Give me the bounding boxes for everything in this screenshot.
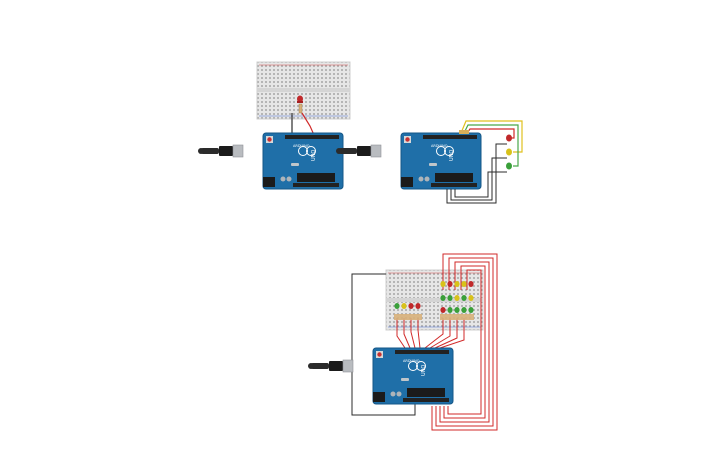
circuit-1-usb-cable-icon[interactable] [197, 144, 244, 158]
circuit-3-wire-short-red[interactable] [396, 318, 465, 349]
circuit-2-led-red-icon[interactable] [506, 134, 512, 142]
led-red-icon[interactable] [408, 303, 414, 309]
led-red-icon[interactable] [415, 303, 421, 309]
circuit-3: UNO ARDUINO [307, 253, 498, 431]
board-brand: ARDUINO [431, 144, 448, 148]
board-brand: ARDUINO [403, 359, 420, 363]
circuit-2-arduino-icon[interactable]: UNO ARDUINO [400, 132, 482, 190]
circuit-2-wire-yellow[interactable] [460, 120, 523, 153]
led-yellow-icon[interactable] [454, 281, 460, 287]
circuit-3-wire-bundle-red[interactable] [431, 253, 498, 431]
circuit-2-led-green-icon[interactable] [506, 162, 512, 170]
led-green-icon[interactable] [461, 295, 467, 301]
circuit-2: UNO ARDUINO [335, 120, 523, 204]
circuit-2-wire-black-1[interactable] [446, 143, 507, 204]
circuit-2-connector [459, 130, 469, 134]
led-yellow-icon[interactable] [440, 281, 446, 287]
led-green-icon[interactable] [447, 307, 453, 313]
led-green-icon[interactable] [461, 307, 467, 313]
circuit-2-wire-green[interactable] [463, 124, 519, 167]
board-label: UNO [449, 150, 455, 161]
circuit-3-resistors-left[interactable] [394, 314, 422, 320]
circuit-1: UNO ARDUINO [197, 61, 351, 190]
circuit-1-wire-red[interactable] [301, 112, 315, 136]
led-yellow-icon[interactable] [461, 281, 467, 287]
circuit-3-usb-cable-icon[interactable] [307, 359, 354, 373]
breadboard-gap [386, 298, 483, 302]
led-green-icon[interactable] [394, 303, 400, 309]
led-red-icon[interactable] [447, 281, 453, 287]
board-brand: ARDUINO [293, 144, 310, 148]
circuit-2-led-yellow-icon[interactable] [506, 148, 512, 156]
led-green-icon[interactable] [447, 295, 453, 301]
breadboard-gap [257, 88, 350, 92]
led-green-icon[interactable] [454, 307, 460, 313]
circuit-3-led-row [394, 281, 474, 313]
led-yellow-icon[interactable] [401, 303, 407, 309]
led-green-icon[interactable] [468, 307, 474, 313]
circuit-2-wire-black-3[interactable] [454, 171, 507, 198]
board-label: UNO [311, 150, 317, 161]
circuit-1-arduino-icon[interactable]: UNO ARDUINO [262, 132, 344, 190]
circuit-3-resistors-right[interactable] [440, 314, 474, 320]
circuit-2-wire-black-2[interactable] [450, 157, 507, 201]
circuit-1-led-red-icon[interactable] [297, 95, 303, 104]
circuit-3-arduino-icon[interactable]: UNO ARDUINO [372, 347, 454, 405]
led-yellow-icon[interactable] [454, 295, 460, 301]
circuit-1-resistor[interactable] [298, 103, 303, 114]
led-red-icon[interactable] [468, 281, 474, 287]
led-yellow-icon[interactable] [468, 295, 474, 301]
board-label: UNO [421, 365, 427, 376]
led-red-icon[interactable] [440, 307, 446, 313]
led-green-icon[interactable] [440, 295, 446, 301]
circuit-3-wire-black[interactable] [351, 273, 416, 416]
